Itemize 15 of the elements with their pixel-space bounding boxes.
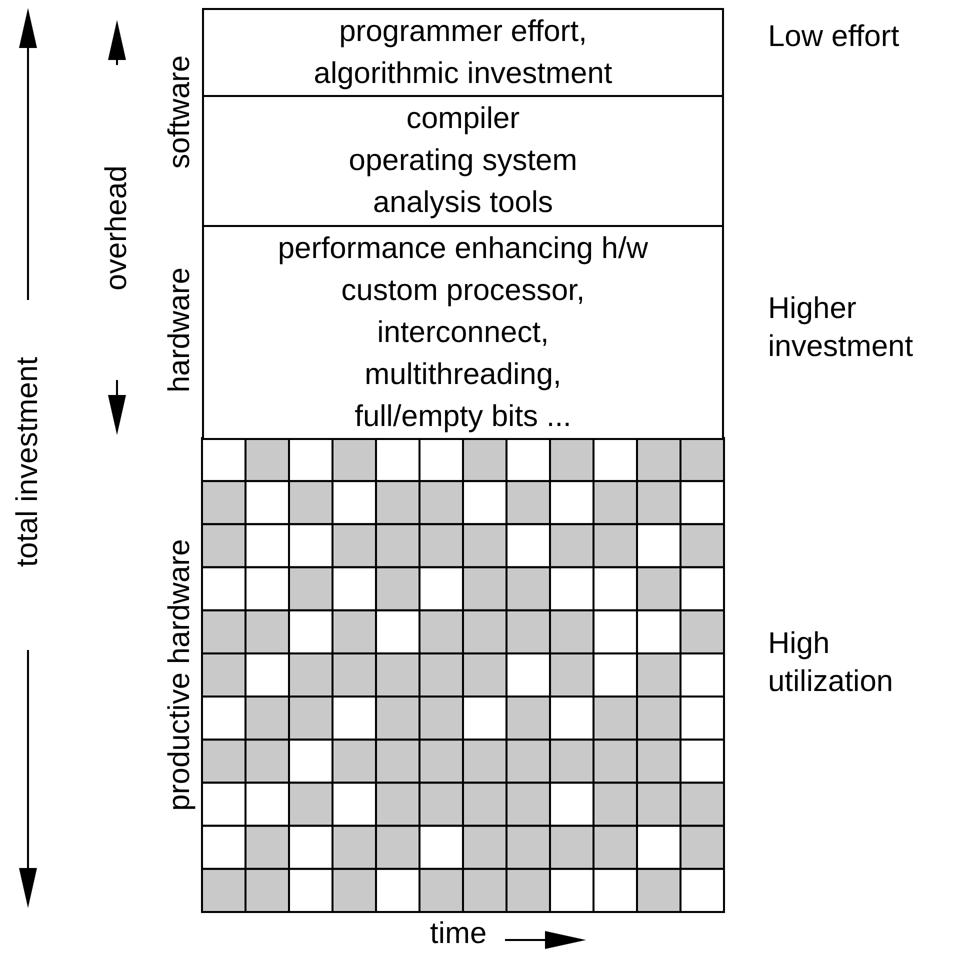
box-text: interconnect, (377, 314, 549, 350)
text-box (202, 95, 724, 227)
box-text: custom processor, (341, 272, 585, 308)
box-text: full/empty bits ... (354, 398, 572, 434)
side-label: Higher investment (768, 291, 914, 365)
side-label: Low effort (768, 19, 900, 55)
box-text: multithreading, (364, 356, 562, 392)
box-text: performance enhancing h/w (278, 230, 648, 266)
side-label: time (430, 916, 487, 952)
text-box (202, 225, 724, 440)
box-text: analysis tools (372, 185, 554, 221)
box-text: operating system (348, 143, 578, 179)
text-box (202, 8, 724, 97)
side-label: High utilization (768, 626, 894, 700)
box-text: compiler (406, 101, 520, 137)
